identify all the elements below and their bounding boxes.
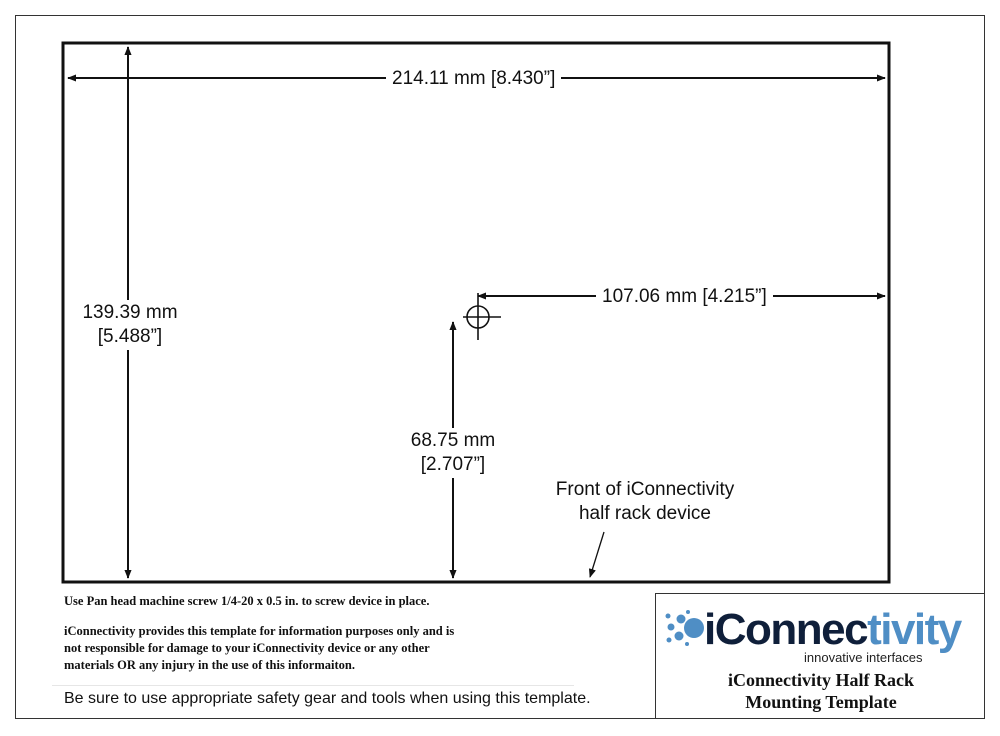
front-label-line2: half rack device (578, 503, 711, 524)
title-block: iConnectivity innovative interfaces iCon… (655, 593, 985, 719)
sheet-frame (15, 15, 985, 719)
hole-bottom-in: [2.707”] (420, 454, 486, 475)
logo-splash-icon (665, 610, 704, 646)
hole-right-mm: 107.06 mm (602, 286, 698, 307)
disclaimer-line3: materials OR any injury in the use of th… (64, 658, 355, 672)
width-in: [8.430”] (490, 68, 556, 89)
width-mm: 214.11 mm (392, 68, 486, 89)
front-pointer-arrow (588, 531, 605, 578)
hole-bottom-dimension-label: 68.75 mm [2.707”] (398, 428, 508, 478)
device-outline (61, 41, 891, 584)
front-label-line1: Front of iConnectivity (555, 479, 735, 500)
safety-note: Be sure to use appropriate safety gear a… (64, 690, 591, 707)
disclaimer-line2: not responsible for damage to your iConn… (64, 641, 430, 655)
hole-bottom-mm: 68.75 mm (410, 430, 496, 451)
disclaimer-line1: iConnectivity provides this template for… (64, 624, 455, 638)
logo-tagline: innovative interfaces (804, 650, 923, 665)
height-dimension-label: 139.39 mm [5.488”] (74, 300, 186, 350)
logo-main: iConnec (704, 605, 869, 654)
hole-right-in: [4.215”] (702, 286, 767, 307)
template-title-line1: iConnectivity Half Rack (728, 670, 914, 690)
hole-right-dimension-label: 107.06 mm [4.215”] (596, 285, 773, 309)
front-of-device-label: Front of iConnectivity half rack device (540, 478, 750, 526)
logo-accent: tivity (867, 605, 962, 654)
height-mm: 139.39 mm (82, 302, 178, 323)
height-in: [5.488”] (97, 326, 163, 347)
template-title-line2: Mounting Template (745, 692, 897, 712)
brand-logo: iConnectivity (704, 605, 962, 654)
screw-note: Use Pan head machine screw 1/4-20 x 0.5 … (64, 594, 430, 608)
note-divider (52, 685, 574, 686)
width-dimension-label: 214.11 mm [8.430”] (386, 67, 562, 91)
template-title: iConnectivity Half Rack Mounting Templat… (656, 669, 986, 713)
mounting-hole-crosshair (463, 293, 501, 340)
disclaimer-note: iConnectivity provides this template for… (64, 623, 454, 674)
